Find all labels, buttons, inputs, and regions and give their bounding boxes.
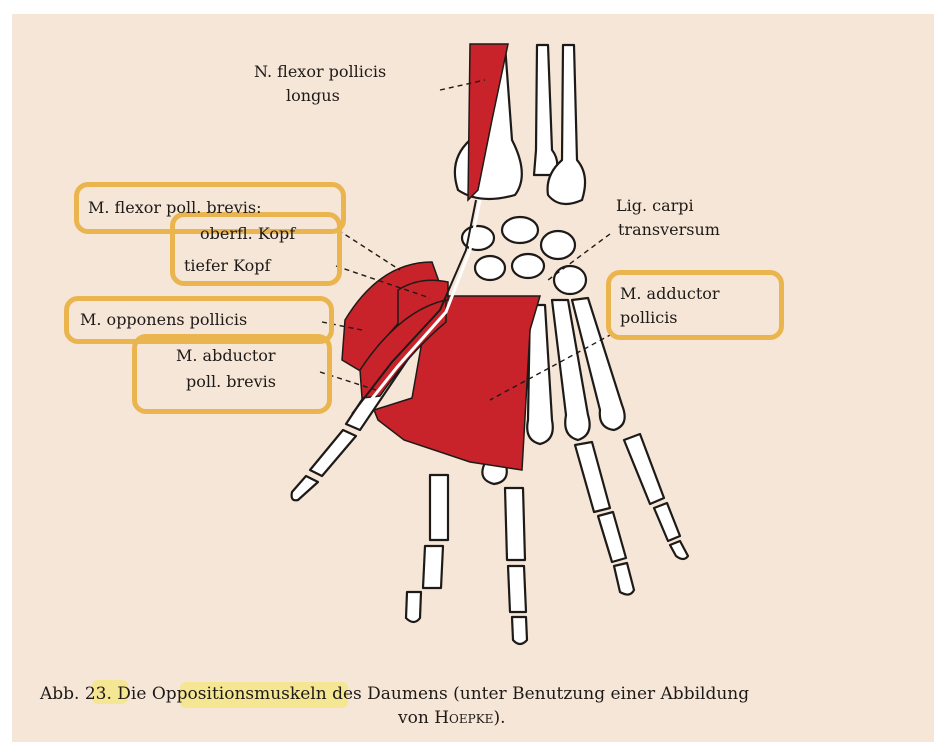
ulna-bone <box>534 45 557 175</box>
label-flexor-pollicis-longus: N. flexor pollicis <box>254 62 386 82</box>
caption-prefix: Abb. 23. <box>40 684 112 704</box>
phalanx-bone <box>512 617 527 644</box>
phalanx-bone <box>505 488 525 560</box>
label-adductor: M. adductor <box>620 284 720 304</box>
phalanx-bone <box>624 434 664 504</box>
carpal-bone <box>554 266 586 294</box>
carpal-bone <box>502 217 538 243</box>
caption-end: ). <box>493 708 505 728</box>
label-oberfl-kopf: oberfl. Kopf <box>200 224 295 244</box>
caption-highlighted-term: Oppositionsmuskeln <box>152 684 327 704</box>
caption-author: Hoepke <box>434 708 493 728</box>
phalanx-bone <box>508 566 526 612</box>
label-abductor-2: poll. brevis <box>186 372 276 392</box>
label-opponens: M. opponens pollicis <box>80 310 247 330</box>
phalanx-bone <box>575 442 610 512</box>
label-lig-carpi: Lig. carpi <box>616 196 694 216</box>
thumb-phalanx-bone <box>310 430 356 476</box>
carpal-bone <box>512 254 544 278</box>
phalanx-bone <box>654 503 680 541</box>
thumb-phalanx-bone <box>292 476 318 500</box>
label-lig-carpi-2: transversum <box>618 220 720 240</box>
highlight-ring-adductor <box>606 270 784 340</box>
caption-von: von <box>398 708 429 728</box>
carpal-bone <box>541 231 575 259</box>
phalanx-bone <box>614 563 634 595</box>
figure-caption-line2: von Hoepke). <box>398 707 505 729</box>
phalanx-bone <box>598 512 626 562</box>
ulna-bone-2 <box>548 45 585 204</box>
phalanx-bone <box>670 541 688 559</box>
label-flexor-brevis: M. flexor poll. brevis: <box>88 198 261 218</box>
label-adductor-2: pollicis <box>620 308 678 328</box>
label-flexor-pollicis-longus-2: longus <box>286 86 340 106</box>
phalanx-bone <box>406 592 421 622</box>
caption-part2: des Daumens (unter Benutzung einer Abbil… <box>332 684 749 704</box>
leader-line <box>338 230 400 270</box>
phalanx-bone <box>423 546 443 588</box>
label-abductor: M. abductor <box>176 346 276 366</box>
figure-caption: Abb. 23. Die Oppositionsmuskeln des Daum… <box>40 683 749 705</box>
label-tiefer-kopf: tiefer Kopf <box>184 256 270 276</box>
carpal-bone <box>475 256 505 280</box>
caption-part1: Die <box>117 684 146 704</box>
phalanx-bone <box>430 475 448 540</box>
